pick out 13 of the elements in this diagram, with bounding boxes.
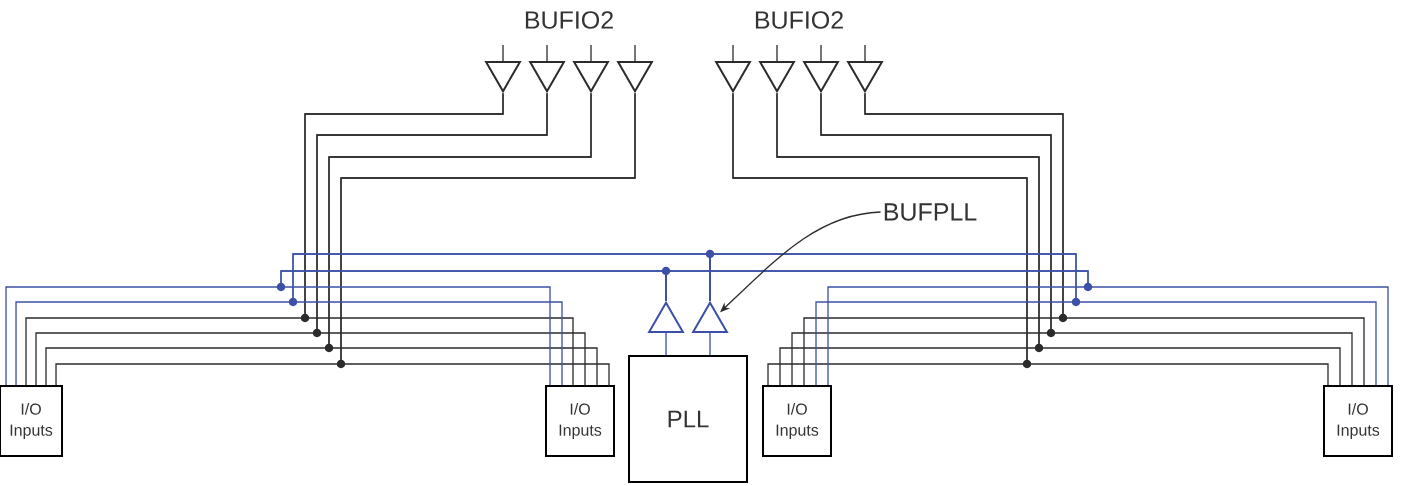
wire [665, 270, 1389, 386]
input-box: I/O Inputs [0, 385, 63, 457]
wire [709, 332, 711, 356]
pll-box: PLL [628, 355, 748, 483]
input-box: I/O Inputs [1323, 385, 1393, 457]
buffer-group-label: BUFIO2 [525, 11, 613, 29]
input-box: I/O Inputs [762, 385, 832, 457]
wire [709, 253, 1377, 386]
input-box: I/O Inputs [545, 385, 615, 457]
callout-label: BUFPLL [884, 203, 977, 221]
buffer-group-label: BUFIO2 [755, 11, 843, 29]
wire [340, 92, 636, 386]
wire [665, 332, 667, 356]
